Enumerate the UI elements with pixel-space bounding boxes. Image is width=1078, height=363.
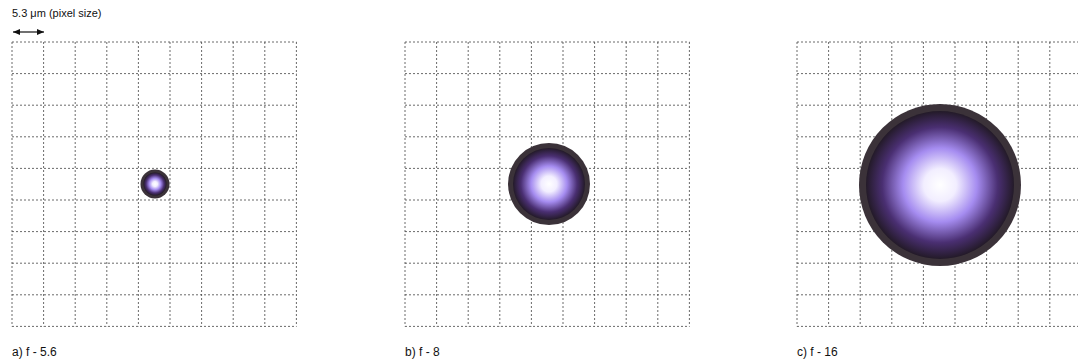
blur-spot-a [141, 170, 170, 199]
blur-spot-b [508, 143, 590, 225]
pixel-grids [12, 42, 1078, 326]
aperture-caption: a) f - 5.6 [12, 345, 57, 359]
pixel-size-arrow [13, 31, 44, 32]
pixel-size-label: 5.3 μm (pixel size) [12, 6, 101, 20]
aperture-caption: b) f - 8 [405, 345, 440, 359]
blur-spot-c [859, 104, 1021, 266]
aperture-caption: c) f - 16 [797, 345, 838, 359]
